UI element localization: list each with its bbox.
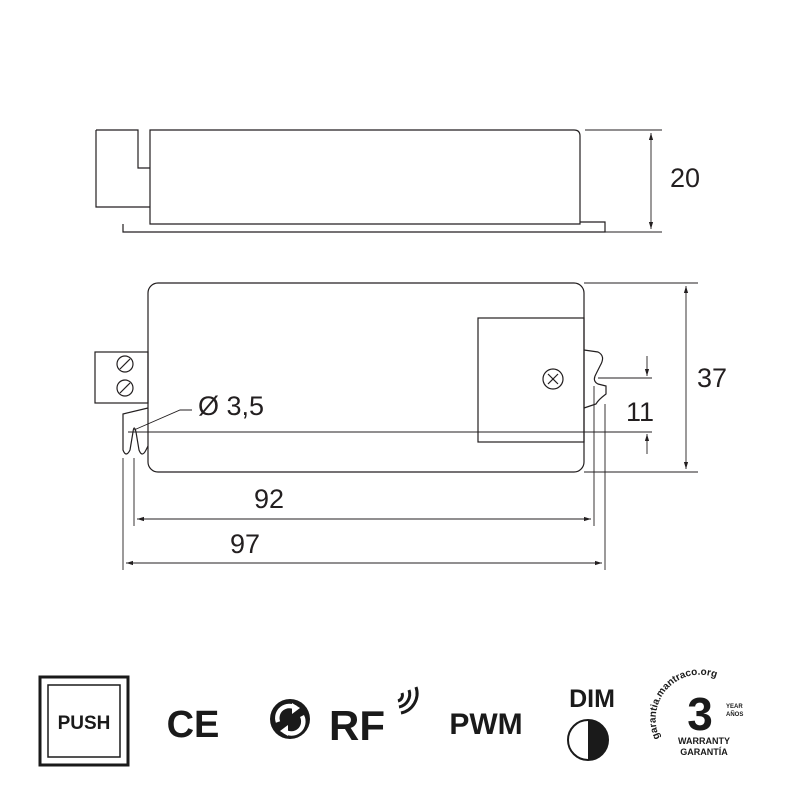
top-view-cover xyxy=(477,317,585,443)
warranty-en: WARRANTY xyxy=(678,736,730,746)
body-length-label: 92 xyxy=(254,484,284,514)
warranty-years: 3 xyxy=(687,688,713,740)
terminal-screw-top-icon xyxy=(116,355,134,373)
screw-slot-b xyxy=(547,373,559,385)
dim-label: DIM xyxy=(569,685,615,713)
warranty-seal-icon: garantia.mantraco.org 3 YEAR AÑOS WARRAN… xyxy=(648,667,744,757)
warranty-anos-label: AÑOS xyxy=(726,711,743,718)
side-view-body xyxy=(149,129,581,225)
hole-spacing-label: 11 xyxy=(626,397,654,427)
warranty-year-label: YEAR xyxy=(726,704,743,710)
terminal-screw-bottom-icon xyxy=(116,379,134,397)
icon-row: PUSH CE RF PWM DIM xyxy=(38,667,744,767)
ce-mark-icon: CE xyxy=(167,704,220,746)
height-dimension-label: 20 xyxy=(670,163,700,193)
terminal-block xyxy=(94,351,149,404)
push-label: PUSH xyxy=(58,713,111,734)
right-mounting-tab xyxy=(583,349,607,409)
side-view: 20 xyxy=(95,129,700,233)
push-icon: PUSH xyxy=(38,675,130,767)
rf-wireless-icon: RF xyxy=(329,686,419,749)
top-view-body xyxy=(147,282,585,473)
recycle-icon xyxy=(270,699,310,739)
terminal-screw-bottom-slot xyxy=(119,382,131,394)
rf-label: RF xyxy=(329,702,385,749)
left-mounting-tab xyxy=(122,407,149,455)
warranty-es: GARANTÍA xyxy=(680,747,728,757)
ce-label: CE xyxy=(167,704,220,746)
hole-diameter-label: Ø 3,5 xyxy=(198,391,264,421)
terminal-screw-top-slot xyxy=(119,358,131,370)
pwm-label: PWM xyxy=(449,708,522,741)
total-length-label: 97 xyxy=(230,529,260,559)
hole-leader-line xyxy=(133,409,192,431)
width-dimension-label: 37 xyxy=(697,363,727,393)
side-view-terminal xyxy=(95,129,150,208)
top-view: Ø 3,5 11 37 92 97 xyxy=(94,282,727,570)
dim-icon: DIM xyxy=(567,685,615,761)
screw-icon xyxy=(542,368,564,390)
